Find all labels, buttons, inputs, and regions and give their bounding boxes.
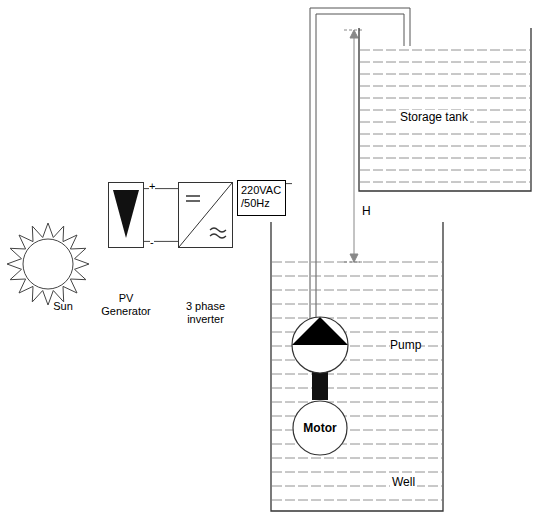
sun-drawing: [6, 222, 92, 318]
inverter-symbol: [178, 182, 233, 248]
sun-icon: Sun: [6, 222, 92, 318]
water-line: [272, 472, 442, 473]
pipe: [310, 8, 410, 320]
component-label: 3 phase inverter: [176, 300, 236, 326]
voltage-text: 220VAC /50Hz: [241, 184, 281, 210]
wire: [286, 183, 292, 184]
shaft: [312, 370, 328, 400]
voltage-box: 220VAC /50Hz: [237, 180, 286, 216]
terminal-minus: -: [150, 236, 154, 249]
sun-label: Sun: [48, 300, 78, 313]
water-line: [360, 98, 530, 99]
well: Well Motor: [270, 222, 444, 512]
pv-panel-symbol: [108, 182, 144, 248]
water-line: [360, 134, 530, 135]
tank-label: Storage tank: [398, 110, 470, 124]
water-line: [272, 304, 442, 305]
water-line: [360, 182, 530, 183]
water-line: [272, 290, 442, 291]
water-line: [360, 62, 530, 63]
storage-tank: Storage tank: [358, 28, 532, 192]
well-outline: [270, 222, 444, 512]
water-line: [360, 74, 530, 75]
water-line: [272, 276, 442, 277]
height-label: H: [362, 204, 371, 218]
water-line: [272, 500, 442, 501]
pump-symbol: [292, 317, 348, 373]
pv-generator: PV Generator: [108, 182, 144, 248]
water-line: [360, 50, 530, 51]
water-line: [272, 402, 442, 403]
water-line: [272, 374, 442, 375]
water-line: [360, 158, 530, 159]
pump-label: Pump: [390, 338, 421, 352]
water-line: [360, 146, 530, 147]
motor-text: Motor: [303, 421, 336, 435]
water-line: [272, 262, 442, 263]
motor-circle: Motor: [292, 400, 348, 456]
water-line: [360, 86, 530, 87]
water-line: [360, 170, 530, 171]
component-label: PV Generator: [96, 292, 156, 318]
water-line: [272, 318, 442, 319]
water-line: [272, 388, 442, 389]
terminal-plus: +: [149, 180, 155, 193]
well-label: Well: [390, 475, 417, 489]
water-line: [272, 458, 442, 459]
inverter-box: 3 phase inverter: [178, 182, 233, 248]
